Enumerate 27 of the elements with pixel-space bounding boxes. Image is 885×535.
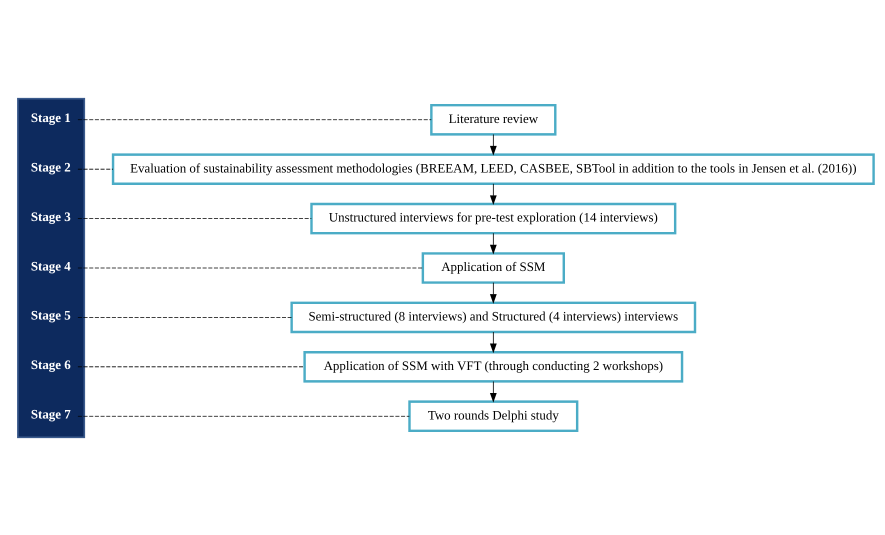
cluster [17, 97, 86, 438]
node-box: Application of SSM with VFT (through conducting 2 workshops) [303, 350, 684, 382]
node-box: Literature review [430, 103, 556, 136]
node-text: Stage 3 [30, 208, 71, 224]
arrow [490, 282, 497, 304]
node-box: Two rounds Delphi study [408, 400, 578, 432]
node-text: Stage 6 [30, 356, 71, 372]
arrow [490, 331, 497, 353]
connector [77, 316, 292, 318]
arrow [490, 380, 497, 402]
node-text: Stage 1 [30, 110, 71, 125]
node-text: Stage 4 [30, 258, 71, 273]
node-text: Stage 2 [30, 158, 71, 174]
connector [77, 415, 410, 416]
node-box: Semi-structured (8 interviews) and Structured (4 interviews) interviews [290, 301, 696, 333]
arrow [490, 182, 497, 205]
connector [77, 267, 424, 268]
node-box: Unstructured interviews for pre-test exploration (14 interviews) [310, 202, 676, 234]
connector [77, 168, 114, 170]
node-box: Application of SSM [422, 252, 565, 284]
arrow [490, 232, 497, 254]
connector [77, 366, 305, 367]
connector [77, 118, 432, 120]
arrow [490, 134, 497, 156]
node-box: Evaluation of sustainability assessment methodologies (BREEAM, LEED, CASBEE, SBTool in addition to the tools in Jensen et al. (2016)) [112, 152, 875, 184]
node-text: Stage 7 [30, 406, 71, 421]
node-text: Stage 5 [30, 307, 71, 322]
